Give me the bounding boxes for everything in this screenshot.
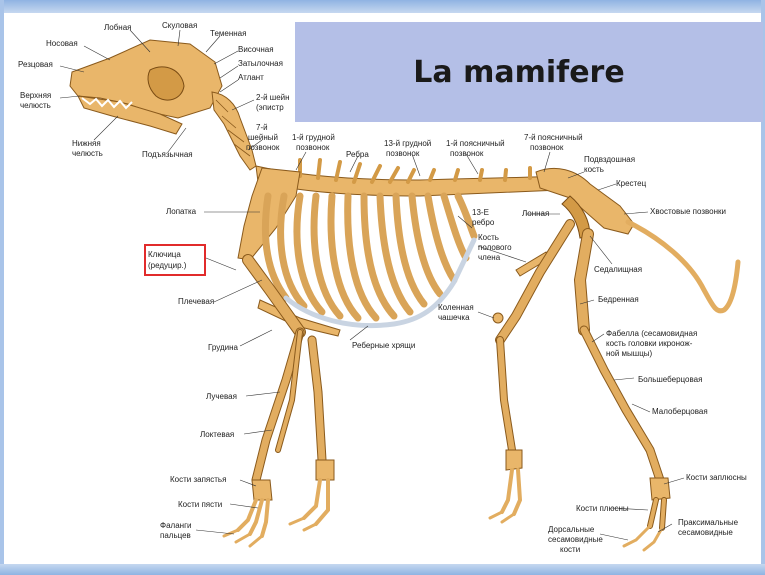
- label-rib13-1: 13-Е: [472, 208, 489, 217]
- label-rezcovaya: Резцовая: [18, 60, 53, 69]
- label-second-neck-1: 2-й шейн: [256, 93, 290, 102]
- label-klyuchica-2: (редуцир.): [148, 261, 187, 270]
- label-visochnaya: Височная: [238, 45, 274, 54]
- label-nosovaya: Носовая: [46, 39, 78, 48]
- slide-title: La mamifere: [413, 55, 624, 90]
- label-proximal-2: сесамовидные: [678, 528, 733, 537]
- label-falangi-1: Фаланги: [160, 521, 191, 530]
- label-podvzdoshnaya-2: кость: [584, 165, 604, 174]
- label-nizhnyaya-2: челюсть: [72, 149, 103, 158]
- label-bolshebercovaya: Большеберцовая: [638, 375, 702, 384]
- label-skulovaya: Скуловая: [162, 21, 197, 30]
- label-lobnaya: Лобная: [104, 23, 131, 32]
- label-fabella-1: Фабелла (сесамовидная: [606, 329, 697, 338]
- title-box: La mamifere: [295, 22, 763, 122]
- label-plechevaya: Плечевая: [178, 297, 214, 306]
- label-second-neck-2: (эпистр: [256, 103, 284, 112]
- label-thoracic1-2: позвонок: [296, 143, 330, 152]
- label-kosti-zapyastya: Кости запястья: [170, 475, 226, 484]
- label-thoracic13-2: позвонок: [386, 149, 420, 158]
- label-sedalishnaya: Седалищная: [594, 265, 642, 274]
- label-tail: Хвостовые позвонки: [650, 207, 726, 216]
- label-rib-cart: Реберные хрящи: [352, 341, 415, 350]
- label-lopatka: Лопатка: [166, 207, 197, 216]
- label-klyuchica-1: Ключица: [148, 250, 181, 259]
- label-kosti-pyasti: Кости пясти: [178, 500, 222, 509]
- label-neck7-2: шейный: [248, 133, 278, 142]
- label-temennaya: Теменная: [210, 29, 246, 38]
- label-luchevaya: Лучевая: [206, 392, 237, 401]
- label-penis-2: полового: [478, 243, 512, 252]
- label-thoracic13-1: 13-й грудной: [384, 139, 431, 148]
- label-lumbar1-2: позвонок: [450, 149, 484, 158]
- label-rib13-2: ребро: [472, 218, 495, 227]
- label-loktevaya: Локтевая: [200, 430, 234, 439]
- label-lumbar7-1: 7-й поясничный: [524, 133, 583, 142]
- label-penis-1: Кость: [478, 233, 499, 242]
- label-fabella-2: кость головки икронож-: [606, 339, 693, 348]
- label-proximal-1: Праксимальные: [678, 518, 739, 527]
- label-kosti-zaplyusny: Кости заплюсны: [686, 473, 747, 482]
- label-dorsal-2: сесамовидные: [548, 535, 603, 544]
- label-zatylochnaya: Затылочная: [238, 59, 283, 68]
- spine: [256, 160, 560, 196]
- label-nizhnyaya-1: Нижняя: [72, 139, 101, 148]
- label-rebra: Ребра: [346, 150, 369, 159]
- label-kosti-plyusny: Кости плюсны: [576, 504, 629, 513]
- label-podvzdoshnaya-1: Подвздошная: [584, 155, 635, 164]
- label-verhnyaya-2: челюсть: [20, 101, 51, 110]
- label-lumbar7-2: позвонок: [530, 143, 564, 152]
- label-kolennaya-2: чашечка: [438, 313, 470, 322]
- neck-vertebrae: [212, 92, 256, 170]
- label-atlant: Атлант: [238, 73, 264, 82]
- label-thoracic1-1: 1-й грудной: [292, 133, 335, 142]
- label-bedrennaya: Бедренная: [598, 295, 639, 304]
- skull: [70, 40, 222, 134]
- label-grudina: Грудина: [208, 343, 239, 352]
- label-podyazychnaya: Подъязычная: [142, 150, 193, 159]
- label-penis-3: члена: [478, 253, 501, 262]
- label-maloberccovaya: Малоберцовая: [652, 407, 708, 416]
- label-neck7-3: позвонок: [246, 143, 280, 152]
- label-lonnaya: Лонная: [522, 209, 549, 218]
- label-verhnyaya-1: Верхняя: [20, 91, 51, 100]
- label-kolennaya-1: Коленная: [438, 303, 474, 312]
- tail: [628, 222, 738, 311]
- label-falangi-2: пальцев: [160, 531, 191, 540]
- hind-limb: [580, 234, 670, 550]
- label-dorsal-3: кости: [560, 545, 580, 554]
- label-dorsal-1: Дорсальные: [548, 525, 595, 534]
- label-krestec: Крестец: [616, 179, 647, 188]
- label-neck7-1: 7-й: [256, 123, 268, 132]
- label-fabella-3: ной мышцы): [606, 349, 653, 358]
- label-lumbar1-1: 1-й поясничный: [446, 139, 505, 148]
